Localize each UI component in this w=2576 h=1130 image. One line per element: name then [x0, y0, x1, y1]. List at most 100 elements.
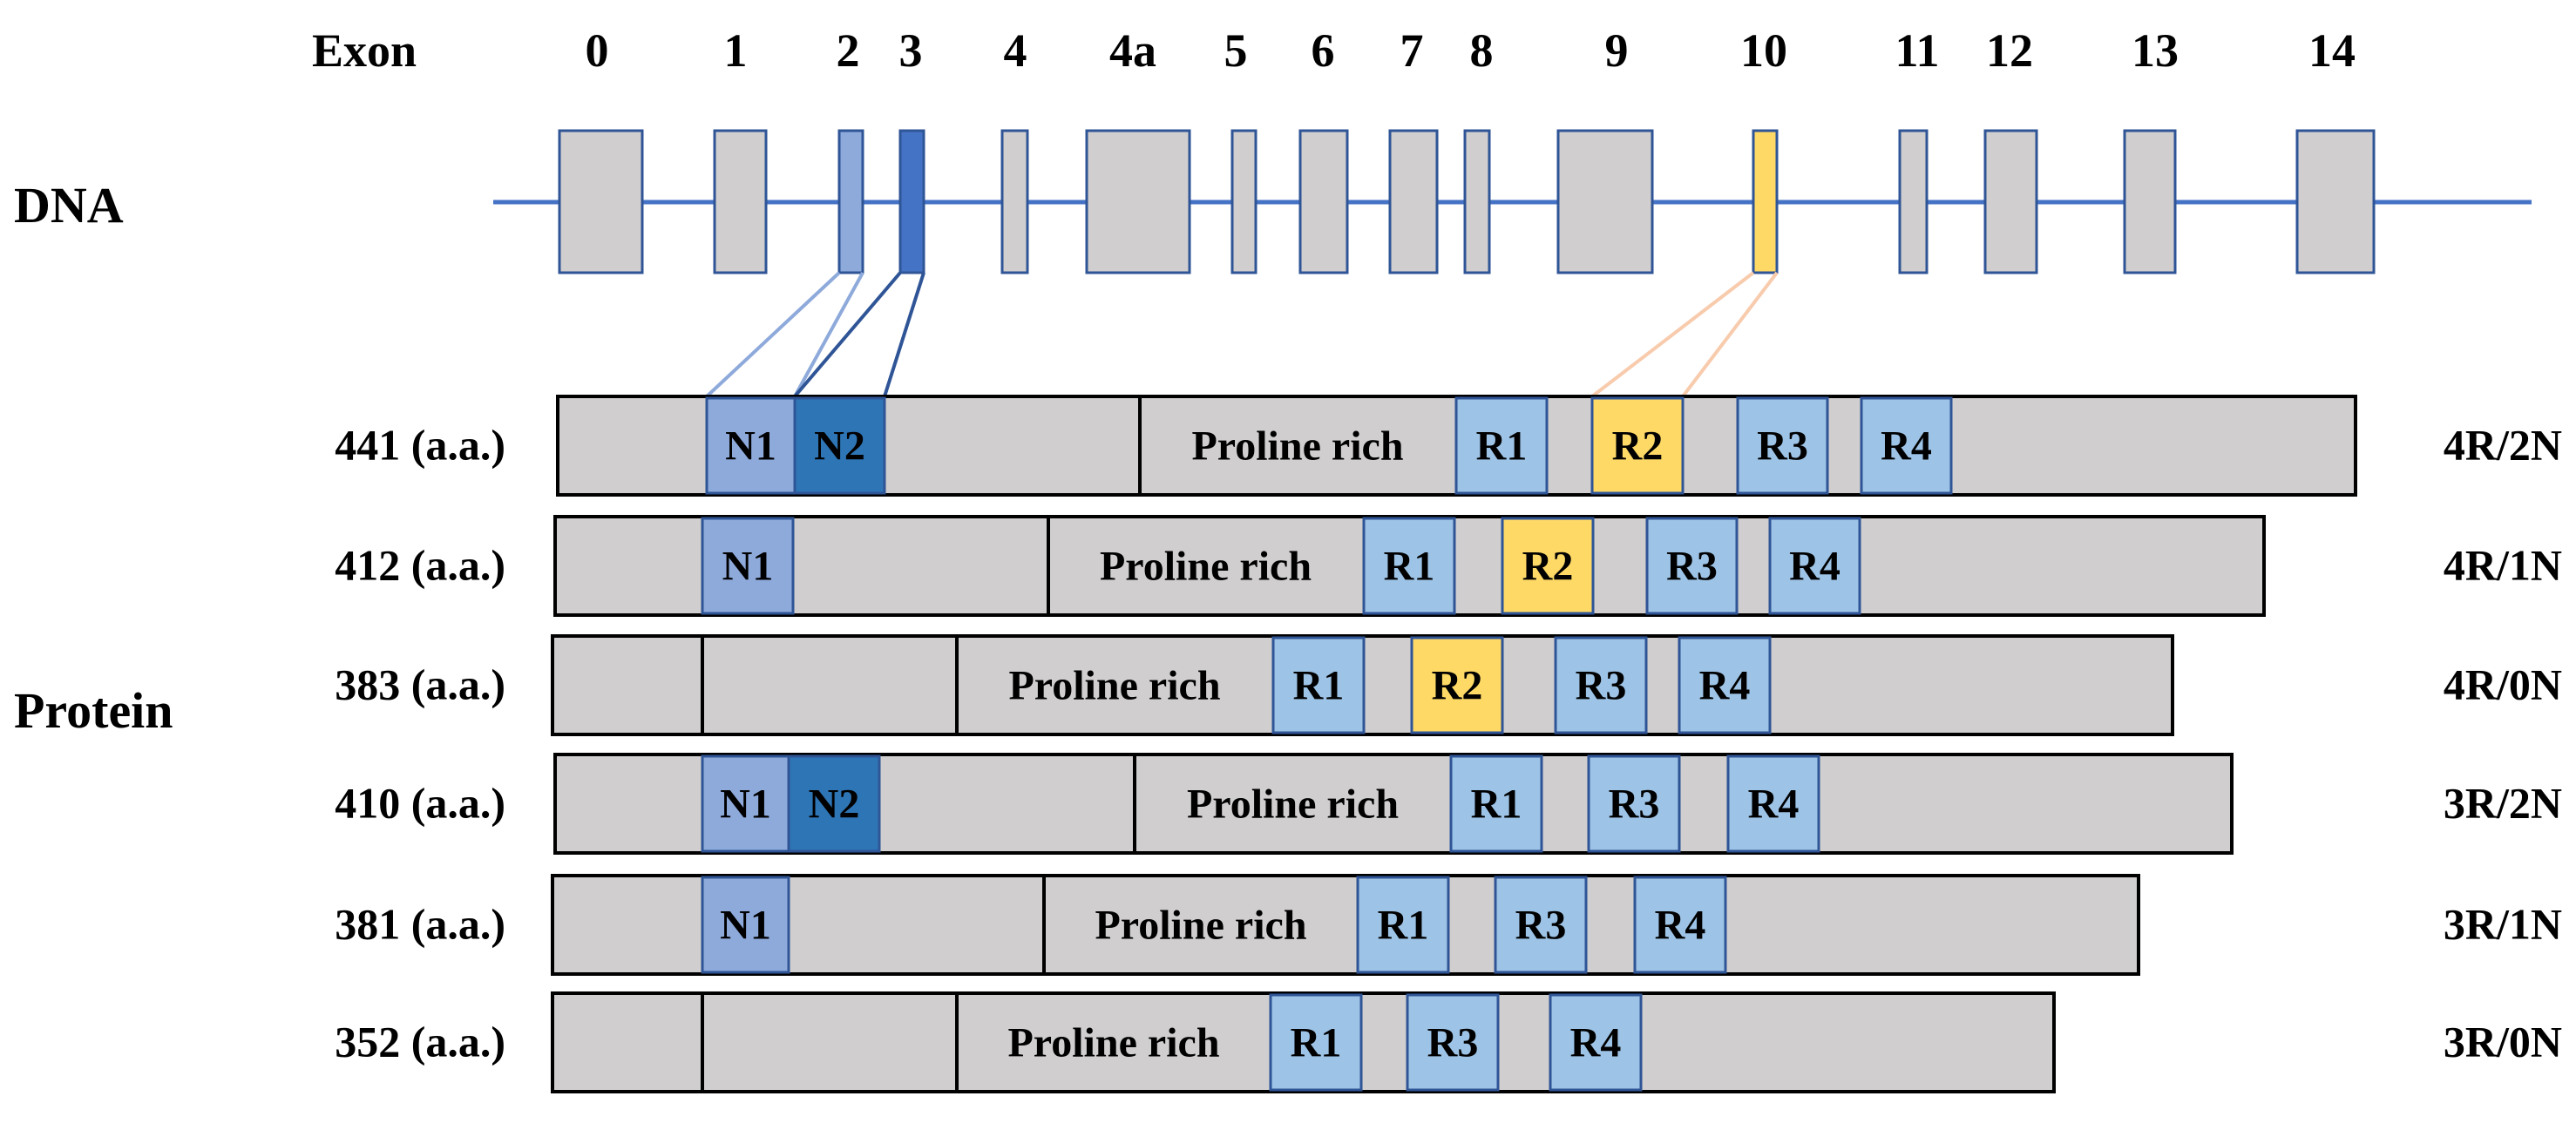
domain-label-n1: N1: [725, 423, 776, 470]
domain-label-n1: N1: [720, 782, 771, 828]
domain-label-r2: R2: [1612, 423, 1664, 470]
domain-box-r4: [1768, 517, 1861, 615]
domain-label-n2: N2: [814, 423, 865, 470]
exon-number-10: 10: [1740, 24, 1787, 77]
domain-label-r1: R1: [1471, 782, 1522, 828]
exon-box-2: [837, 129, 864, 274]
domain-label-r3: R3: [1609, 782, 1660, 828]
domain-box-n1: [701, 517, 795, 615]
domain-box-r1: [1362, 517, 1456, 615]
isoform-name-label: 4R/1N: [2444, 541, 2562, 590]
exon-number-4a: 4a: [1109, 24, 1156, 77]
domain-box-r3: [1406, 993, 1500, 1092]
domain-box-n1: [701, 876, 790, 974]
exon-box-12: [1983, 129, 2038, 274]
domain-box-r2: [1410, 636, 1504, 734]
exon-number-7: 7: [1400, 24, 1424, 77]
exon-number-14: 14: [2308, 24, 2356, 77]
domain-label-r2: R2: [1432, 663, 1483, 709]
domain-box-r4: [1678, 636, 1772, 734]
connector-exon2-left: [705, 271, 841, 398]
domain-label-r4: R4: [1570, 1020, 1622, 1066]
domain-label-r3: R3: [1757, 423, 1808, 470]
domain-label-n2: N2: [809, 782, 860, 828]
domain-box-r1: [1449, 754, 1543, 853]
domain-label-proline-rich: Proline rich: [1007, 1020, 1219, 1066]
exon-number-11: 11: [1895, 24, 1939, 77]
exon-number-3: 3: [899, 24, 923, 77]
domain-box-r3: [1494, 876, 1588, 974]
domain-label-r1: R1: [1291, 1020, 1342, 1066]
domain-label-proline-rich: Proline rich: [1191, 423, 1403, 470]
exon-to-domain-connectors: [705, 271, 1779, 398]
domain-box-r2: [1501, 517, 1595, 615]
exon-number-2: 2: [837, 24, 860, 77]
dna-label: DNA: [14, 177, 124, 233]
exon-box-6: [1298, 129, 1349, 274]
domain-box-n2: [787, 754, 881, 853]
domain-label-r4: R4: [1748, 782, 1800, 828]
domain-label-r3: R3: [1427, 1020, 1479, 1066]
domain-label-r3: R3: [1666, 544, 1718, 590]
exon-box-7: [1388, 129, 1439, 274]
domain-label-n1: N1: [722, 544, 774, 590]
domain-box-r1: [1269, 993, 1363, 1092]
exon-box-4a: [1085, 129, 1191, 274]
exon-box-0: [558, 129, 644, 274]
domain-box-r3: [1554, 636, 1648, 734]
domain-box-r4: [1860, 396, 1953, 495]
exon-box-9: [1556, 129, 1654, 274]
exon-number-12: 12: [1986, 24, 2033, 77]
exon-number-8: 8: [1470, 24, 1494, 77]
isoform-length-label: 412 (a.a.): [335, 541, 505, 590]
exon-number-0: 0: [586, 24, 609, 77]
exon-header-label: Exon: [312, 24, 417, 77]
exon-number-1: 1: [724, 24, 748, 77]
exon-number-4: 4: [1004, 24, 1027, 77]
isoform-length-label: 441 (a.a.): [335, 421, 505, 470]
exon-box-14: [2295, 129, 2376, 274]
exon-number-9: 9: [1605, 24, 1629, 77]
domain-box-r3: [1736, 396, 1829, 495]
domain-label-r1: R1: [1378, 903, 1429, 949]
domain-box-n1: [705, 396, 797, 495]
domain-label-r1: R1: [1476, 423, 1528, 470]
isoform-length-label: 352 (a.a.): [335, 1018, 505, 1066]
connector-exon3-left: [793, 271, 902, 398]
domain-box-n1: [701, 754, 790, 853]
exon-box-4: [1000, 129, 1029, 274]
exon-box-13: [2123, 129, 2177, 274]
protein-bar: [551, 874, 2140, 976]
connector-exon3-right: [883, 272, 925, 397]
domain-label-r3: R3: [1576, 663, 1627, 709]
isoform-name-label: 3R/1N: [2444, 900, 2562, 949]
domain-box-r3: [1645, 517, 1739, 615]
domain-box-r1: [1454, 396, 1549, 495]
connector-exon10-left: [1590, 271, 1755, 398]
domain-label-n1: N1: [720, 903, 771, 949]
domain-box-r1: [1271, 636, 1366, 734]
domain-label-r4: R4: [1789, 544, 1840, 590]
domain-label-proline-rich: Proline rich: [1187, 782, 1399, 828]
domain-label-r4: R4: [1699, 663, 1751, 709]
isoform-name-label: 3R/0N: [2444, 1018, 2562, 1066]
domain-box-r4: [1549, 993, 1643, 1092]
exon-number-5: 5: [1224, 24, 1248, 77]
isoform-length-label: 383 (a.a.): [335, 660, 505, 709]
isoform-name-label: 3R/2N: [2444, 779, 2562, 828]
exon-number-6: 6: [1312, 24, 1335, 77]
exon-box-8: [1463, 129, 1491, 274]
exon-box-1: [713, 129, 768, 274]
isoform-length-label: 410 (a.a.): [335, 779, 505, 828]
domain-label-r4: R4: [1655, 903, 1706, 949]
domain-box-r1: [1356, 876, 1450, 974]
labels-layer: Exon DNA Protein: [14, 24, 417, 739]
domain-label-r1: R1: [1293, 663, 1345, 709]
isoform-length-label: 381 (a.a.): [335, 900, 505, 949]
domain-label-r3: R3: [1515, 903, 1567, 949]
